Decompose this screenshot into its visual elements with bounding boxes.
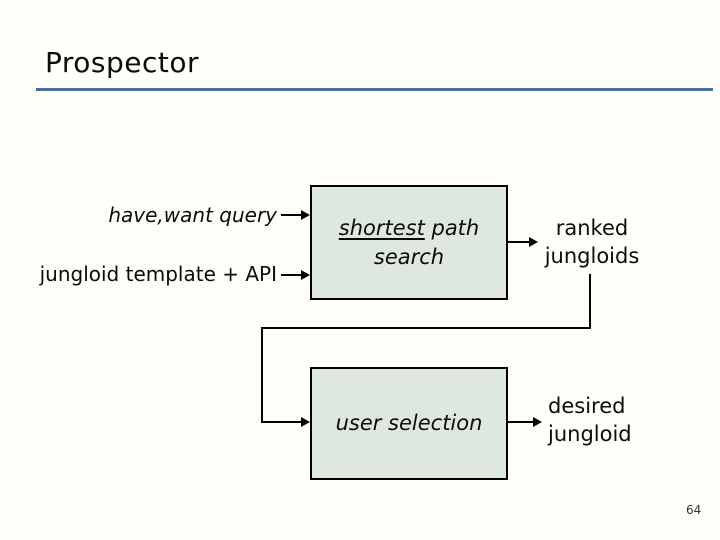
rest-of-line: path: [424, 216, 480, 241]
box-user-selection: user selection: [310, 367, 508, 480]
underlined-word: shortest: [338, 216, 425, 241]
connector-box2-output-line: [508, 421, 533, 423]
box-shortest-path-search-line1: shortest path: [339, 214, 479, 242]
input-label-jungloid-template-api: jungloid template + API: [39, 262, 277, 286]
box-user-selection-label: user selection: [335, 411, 483, 436]
output-label-ranked-jungloids: ranked jungloids: [540, 214, 644, 270]
connector-feedback-vertical-left: [261, 327, 263, 423]
arrowhead-right-icon: [301, 417, 310, 427]
slide-title: Prospector: [45, 46, 200, 79]
desired-jungloid-line2: jungloid: [548, 422, 632, 446]
arrowhead-right-icon: [529, 237, 538, 247]
connector-input1-line: [281, 214, 303, 216]
connector-feedback-vertical-right: [589, 274, 591, 329]
arrowhead-right-icon: [301, 270, 310, 280]
input-label-have-want-query: have,want query: [108, 203, 277, 227]
ranked-jungloids-line1: ranked: [555, 216, 629, 240]
box-shortest-path-search-line2: search: [373, 244, 445, 269]
connector-feedback-horizontal: [261, 327, 591, 329]
ranked-jungloids-line2: jungloids: [544, 244, 640, 268]
output-label-desired-jungloid: desired jungloid: [548, 392, 668, 448]
box-shortest-path-search: shortest path search: [310, 185, 508, 300]
connector-box1-output-line: [508, 241, 529, 243]
page-number: 64: [686, 503, 702, 517]
desired-jungloid-line1: desired: [548, 394, 626, 418]
arrowhead-right-icon: [533, 417, 542, 427]
connector-input2-line: [281, 274, 303, 276]
title-rule: [36, 88, 713, 91]
arrowhead-right-icon: [301, 210, 310, 220]
connector-feedback-into-box2-line: [261, 421, 301, 423]
